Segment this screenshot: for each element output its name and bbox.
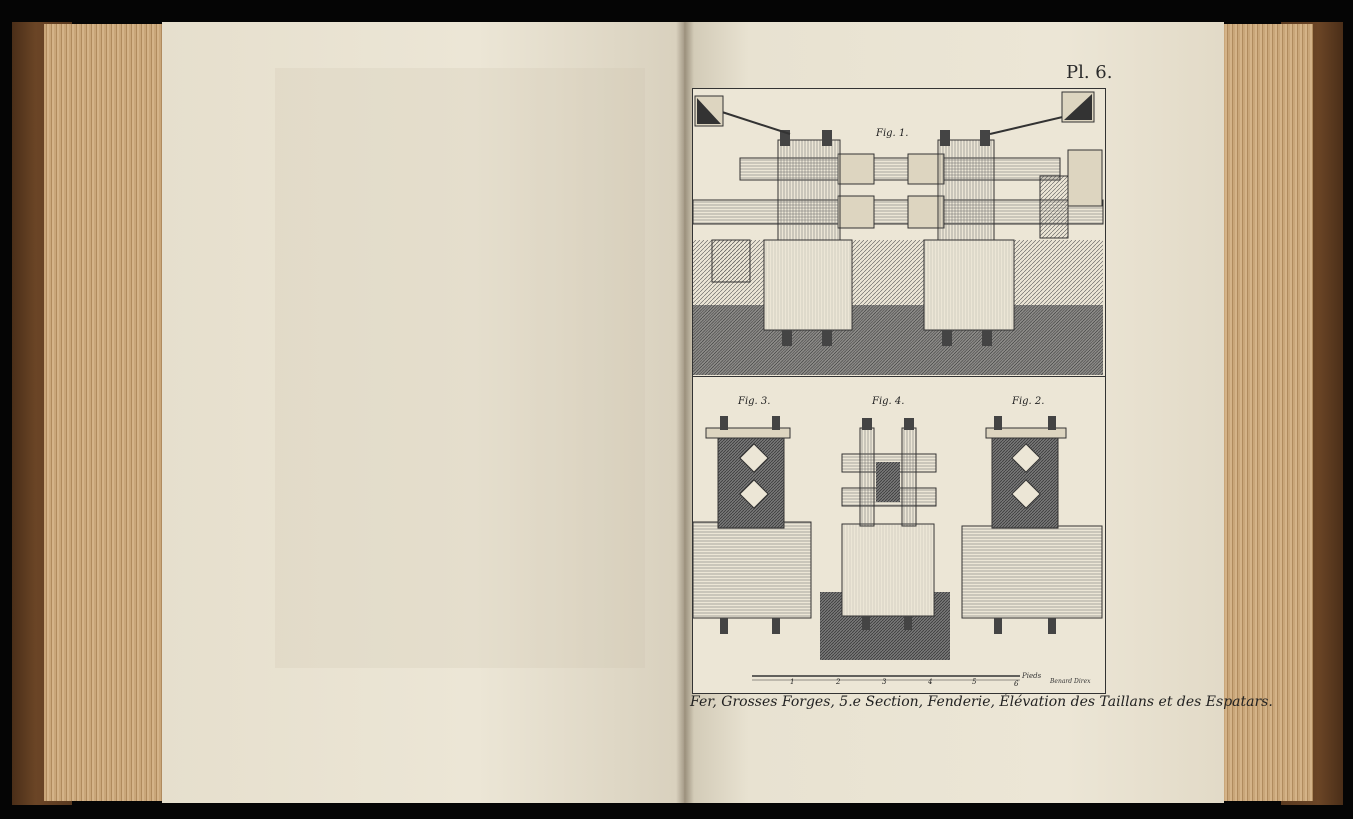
figure-3-cutter-elevation [692,416,812,634]
scale-unit-label: Pieds [1022,672,1042,680]
book-gutter [676,22,694,803]
figure-1-elevation [692,91,1104,375]
plate-number: Pl. 6. [1066,62,1113,83]
left-page-blank [162,22,684,803]
engraver-credit: Benard Direx [1050,678,1091,685]
scale-tick-2: 2 [836,678,841,686]
figure-2-label: Fig. 2. [1012,396,1045,407]
figure-4-cutter-side [820,418,950,660]
figure-2-cutter-elevation [961,416,1103,634]
show-through-ghost [275,68,645,668]
plate-caption: Fer, Grosses Forges, 5.e Section, Fender… [690,694,1273,710]
scale-tick-5: 5 [972,678,977,686]
figure-1-label: Fig. 1. [876,128,909,139]
figure-4-label: Fig. 4. [872,396,905,407]
scale-bar [752,675,1020,681]
plate-divider [692,376,1105,377]
scale-tick-1: 1 [790,678,795,686]
scale-tick-4: 4 [928,678,933,686]
scale-tick-6: 6 [1014,680,1019,688]
left-page-edges [44,24,174,801]
scale-tick-3: 3 [882,678,887,686]
figure-3-label: Fig. 3. [738,396,771,407]
